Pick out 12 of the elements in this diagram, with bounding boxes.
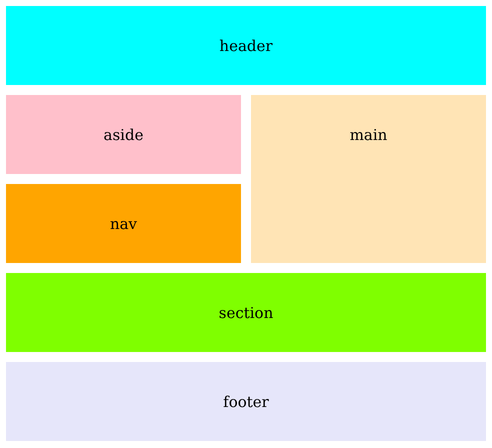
main-panel xyxy=(251,95,486,263)
aside-panel xyxy=(6,95,241,174)
nav-panel xyxy=(6,184,241,263)
footer-band xyxy=(6,362,486,441)
box-label: main xyxy=(350,126,388,144)
header-band xyxy=(6,6,486,85)
box-label: nav xyxy=(110,215,138,234)
box-label: aside xyxy=(104,126,144,144)
box-label: footer xyxy=(223,393,269,412)
box-label: section xyxy=(218,304,274,322)
section-band xyxy=(6,273,486,352)
box-label: header xyxy=(219,37,273,56)
